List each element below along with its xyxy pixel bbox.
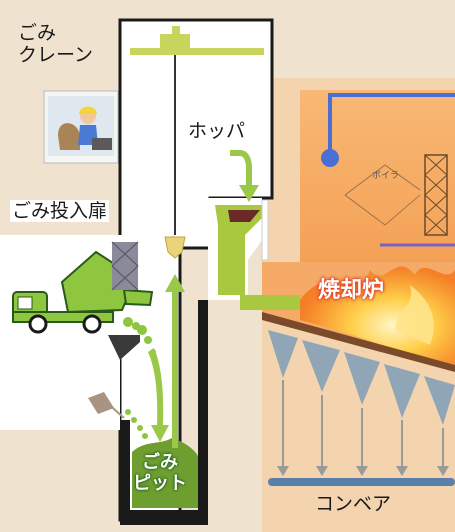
operator-seat bbox=[58, 123, 80, 150]
ash-arrowheads bbox=[277, 466, 449, 476]
crane-rail bbox=[130, 48, 264, 55]
furnace-grate bbox=[262, 312, 455, 372]
conveyor-label: コンベア bbox=[315, 493, 392, 515]
up-arrow bbox=[165, 274, 185, 448]
operator-helmet bbox=[79, 106, 97, 114]
crane bbox=[130, 26, 264, 259]
pit-label-line1: ごみ bbox=[142, 452, 178, 473]
ash-hopper bbox=[344, 352, 380, 405]
boiler-upper bbox=[300, 90, 455, 262]
pit-waste bbox=[132, 438, 198, 508]
crane-label: ごみ クレーン bbox=[18, 22, 93, 66]
flame-tongue bbox=[395, 285, 434, 345]
ash-hopper bbox=[384, 364, 420, 418]
truck-wheel bbox=[82, 314, 102, 334]
ash-drop-arrows bbox=[282, 380, 444, 470]
loading-platform bbox=[108, 335, 140, 360]
boiler-pipe bbox=[328, 93, 455, 165]
boiler-drum bbox=[321, 149, 339, 167]
falling-waste bbox=[123, 317, 156, 439]
crane-label-line1: ごみ bbox=[18, 22, 57, 44]
truck-chassis bbox=[12, 311, 114, 323]
feeder bbox=[240, 295, 300, 310]
lower-chute bbox=[88, 392, 114, 414]
flow-arrows bbox=[148, 150, 259, 448]
loading-door bbox=[112, 242, 138, 290]
ash-hopper bbox=[424, 376, 455, 425]
crane-label-line2: クレーン bbox=[18, 44, 94, 66]
conveyor-belt bbox=[268, 478, 455, 486]
ash-hoppers bbox=[268, 330, 455, 425]
truck-tailgate bbox=[122, 288, 154, 307]
crane-hoist bbox=[172, 26, 180, 36]
pit-fall-arrow bbox=[148, 348, 169, 442]
loading-door-label: ごみ投入扉 bbox=[10, 200, 110, 222]
ash-hopper bbox=[302, 340, 340, 392]
hopper-arrow bbox=[230, 150, 259, 202]
hopper-label: ホッパ bbox=[186, 120, 248, 142]
boiler-wire bbox=[344, 164, 421, 226]
boiler-tube-hatch bbox=[424, 154, 448, 236]
hopper-frame bbox=[215, 205, 262, 295]
pit-wall bbox=[120, 300, 208, 525]
ash-hopper bbox=[268, 330, 298, 378]
truck-wheel bbox=[28, 314, 48, 334]
crane-operator-icon bbox=[43, 90, 119, 164]
pit-label: ごみ ピット bbox=[133, 452, 187, 494]
crane-grab-icon bbox=[164, 236, 186, 259]
crane-tower bbox=[118, 18, 274, 522]
operator-console bbox=[92, 138, 112, 150]
boiler-label: ボイラ bbox=[372, 171, 400, 181]
hopper-post bbox=[261, 199, 269, 261]
hopper-dark bbox=[228, 210, 260, 222]
loading-door-hatch bbox=[111, 241, 139, 291]
truck-window bbox=[17, 296, 33, 310]
incinerator-label: 焼却炉 bbox=[318, 278, 385, 303]
crane-trolley bbox=[160, 34, 190, 48]
incinerator-section bbox=[262, 78, 455, 532]
pit-label-line2: ピット bbox=[133, 473, 187, 494]
